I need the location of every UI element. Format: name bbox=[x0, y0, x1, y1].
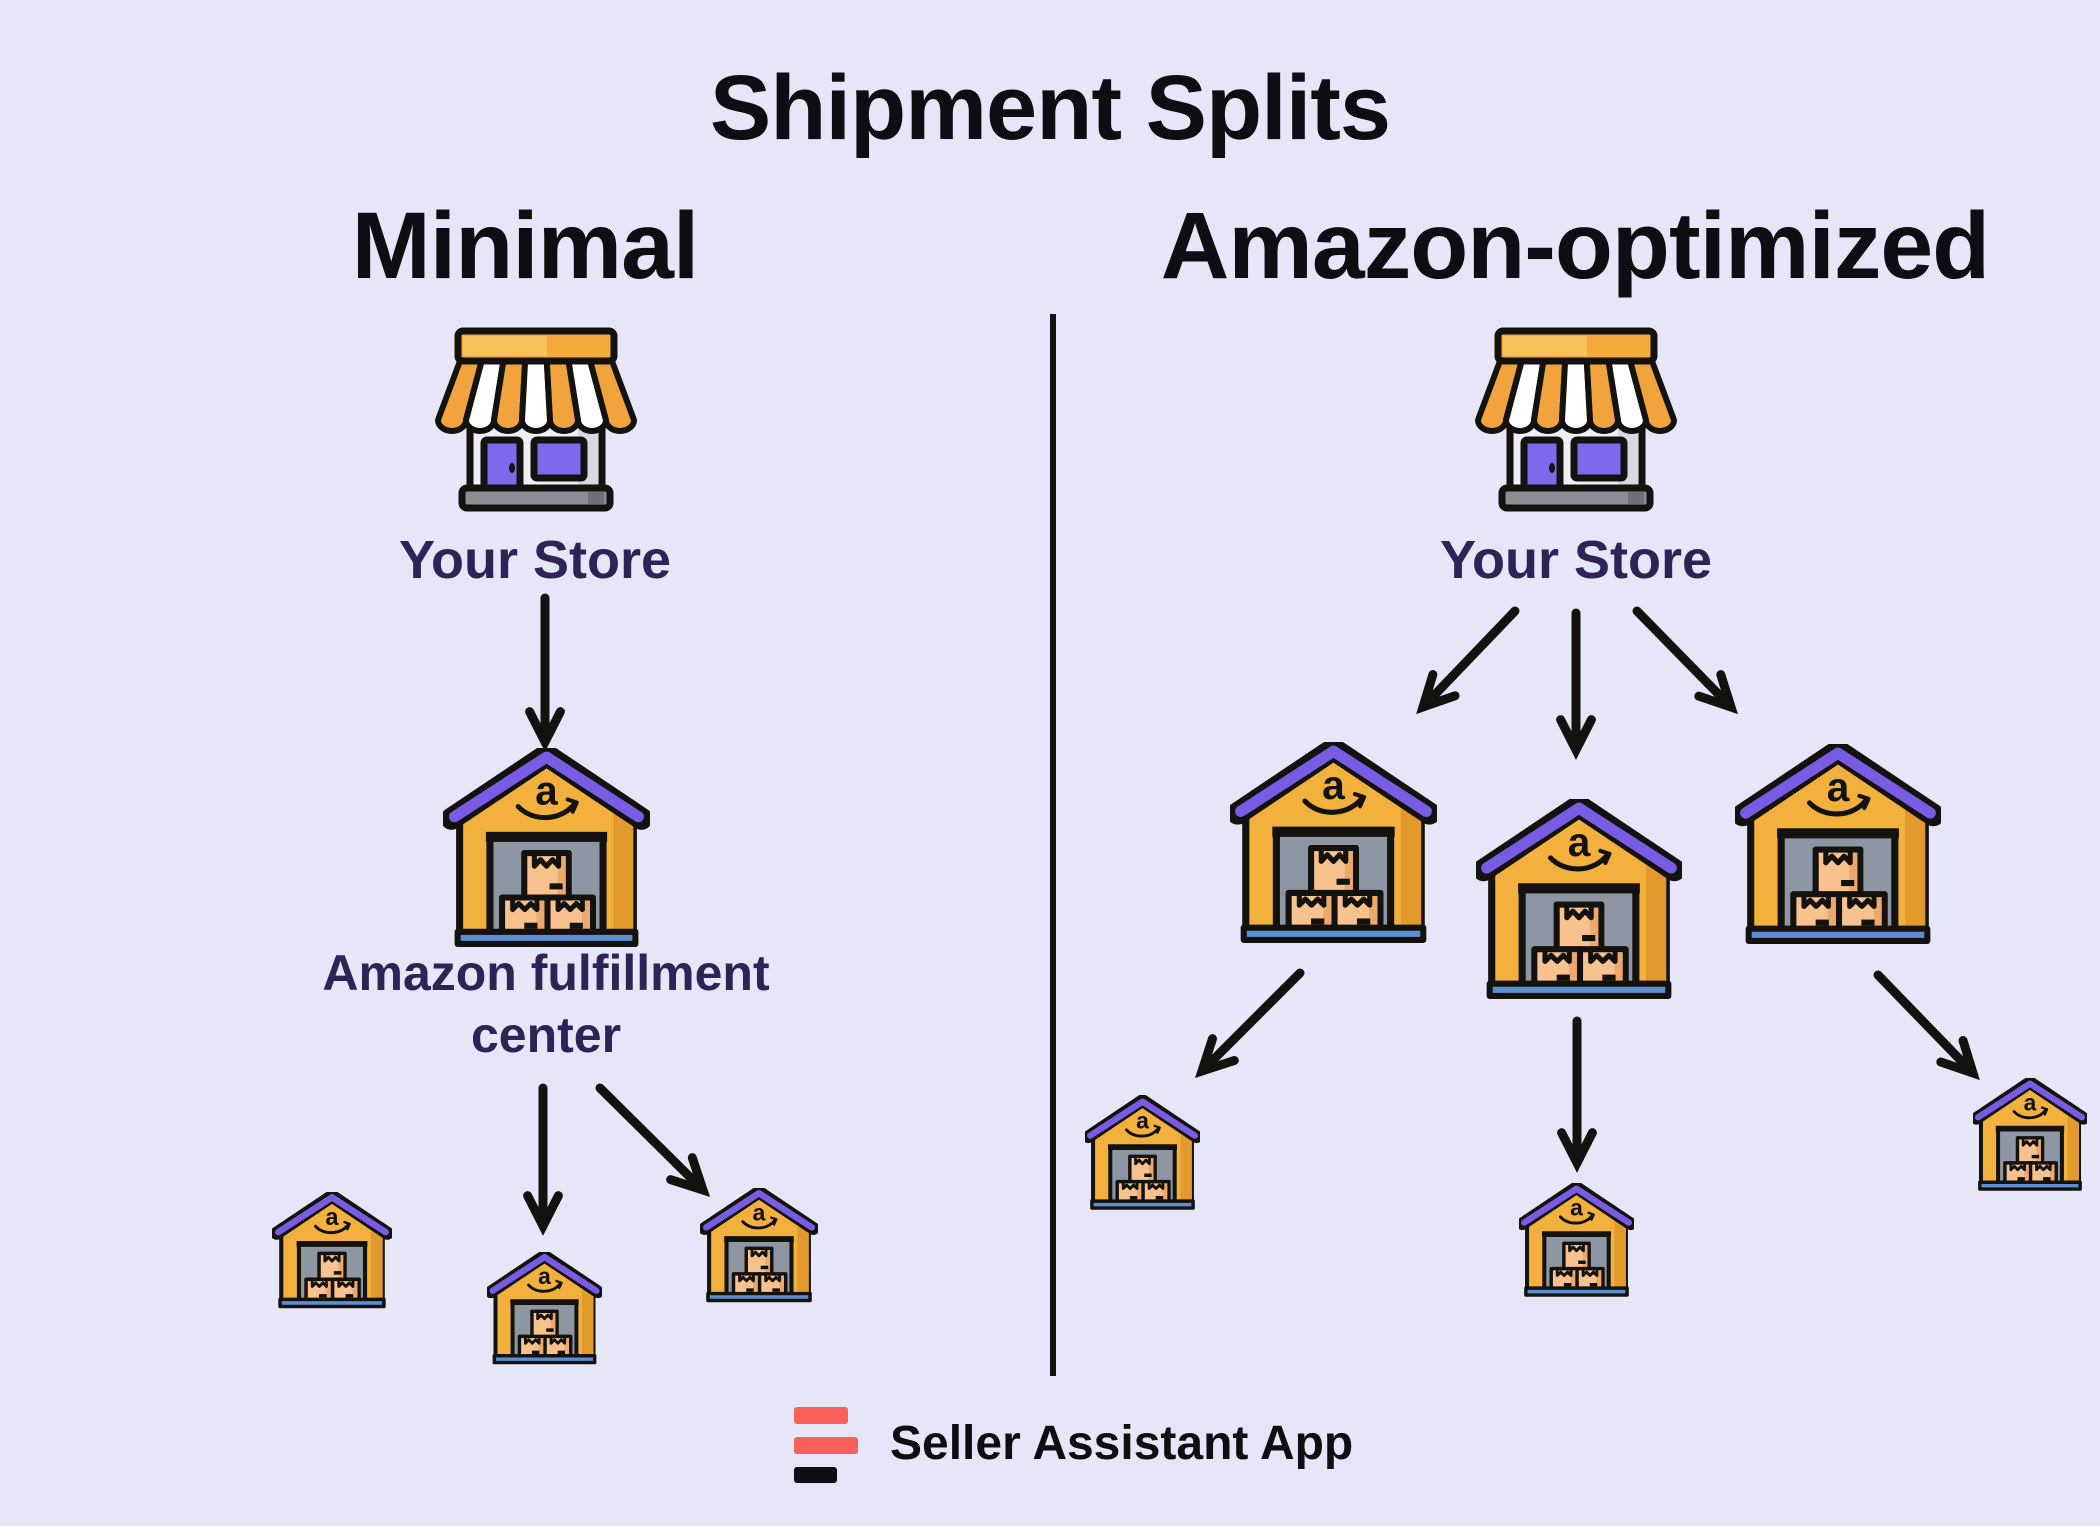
amazon-fulfillment-warehouse-icon: a bbox=[487, 1252, 602, 1365]
seller-assistant-logo-icon bbox=[794, 1407, 864, 1485]
awning bbox=[1475, 358, 1677, 434]
flow-arrow bbox=[525, 593, 565, 752]
amazon-a-logo: a bbox=[1322, 762, 1345, 808]
small-warehouse-optimized-1: a bbox=[1085, 1095, 1200, 1213]
flow-arrow bbox=[1632, 606, 1738, 715]
medium-warehouse-optimized-3: a bbox=[1735, 744, 1941, 947]
amazon-fulfillment-warehouse-icon: a bbox=[443, 748, 650, 947]
brand-name: Seller Assistant App bbox=[890, 1417, 1354, 1470]
store-icon-optimized bbox=[1470, 326, 1682, 512]
section-divider-line bbox=[1050, 314, 1056, 1376]
amazon-a-logo: a bbox=[538, 1263, 551, 1289]
store-icon-minimal bbox=[430, 326, 642, 512]
store-label-minimal: Your Store bbox=[398, 530, 672, 590]
amazon-a-logo: a bbox=[1570, 1195, 1583, 1221]
flow-arrow bbox=[1873, 970, 1980, 1081]
flow-arrow bbox=[595, 1083, 711, 1197]
storefront-icon bbox=[435, 327, 637, 512]
amazon-fulfillment-warehouse-icon: a bbox=[700, 1188, 818, 1303]
logo-bar-top bbox=[794, 1407, 848, 1424]
small-warehouse-optimized-2: a bbox=[1519, 1183, 1634, 1299]
amazon-fulfillment-warehouse-icon: a bbox=[1476, 799, 1682, 999]
amazon-fulfillment-warehouse-icon: a bbox=[272, 1192, 392, 1309]
amazon-a-logo: a bbox=[325, 1204, 339, 1230]
cardboard-boxes bbox=[2003, 1136, 2058, 1187]
logo-bar-middle bbox=[794, 1437, 858, 1454]
flow-arrow bbox=[1557, 1016, 1597, 1173]
medium-warehouse-optimized-1: a bbox=[1230, 742, 1437, 946]
fulfillment-center-icon-main: a bbox=[443, 748, 650, 950]
cardboard-boxes bbox=[1285, 845, 1384, 935]
small-warehouse-minimal-1: a bbox=[272, 1192, 392, 1310]
storefront-icon bbox=[1475, 327, 1677, 512]
amazon-a-logo: a bbox=[753, 1199, 767, 1225]
amazon-fulfillment-warehouse-icon: a bbox=[1519, 1183, 1634, 1297]
page-title: Shipment Splits bbox=[709, 57, 1391, 159]
amazon-a-logo: a bbox=[1568, 819, 1591, 865]
cardboard-boxes bbox=[304, 1251, 361, 1304]
fulfillment-center-label: Amazon fulfillment center bbox=[322, 945, 770, 1063]
store-label-optimized: Your Store bbox=[1439, 530, 1713, 590]
amazon-a-logo: a bbox=[1827, 764, 1850, 810]
awning bbox=[435, 358, 637, 434]
amazon-a-logo: a bbox=[2024, 1089, 2037, 1115]
flow-arrow bbox=[1194, 968, 1305, 1079]
amazon-a-logo: a bbox=[1136, 1108, 1149, 1134]
logo-bar-bottom bbox=[794, 1467, 837, 1483]
amazon-fulfillment-warehouse-icon: a bbox=[1735, 744, 1941, 944]
heading-minimal: Minimal bbox=[351, 193, 700, 299]
flow-arrow bbox=[1556, 608, 1596, 760]
amazon-fulfillment-warehouse-icon: a bbox=[1973, 1078, 2087, 1191]
medium-warehouse-optimized-2: a bbox=[1476, 799, 1682, 1002]
flow-arrow bbox=[523, 1083, 563, 1236]
heading-optimized: Amazon-optimized bbox=[1160, 193, 1990, 299]
cardboard-boxes bbox=[731, 1246, 788, 1298]
small-warehouse-minimal-3: a bbox=[700, 1188, 818, 1304]
amazon-fulfillment-warehouse-icon: a bbox=[1230, 742, 1437, 943]
flow-arrow bbox=[1416, 606, 1520, 715]
amazon-fulfillment-warehouse-icon: a bbox=[1085, 1095, 1200, 1210]
small-warehouse-minimal-2: a bbox=[487, 1252, 602, 1366]
amazon-a-logo: a bbox=[535, 768, 558, 814]
small-warehouse-optimized-3: a bbox=[1973, 1078, 2087, 1193]
